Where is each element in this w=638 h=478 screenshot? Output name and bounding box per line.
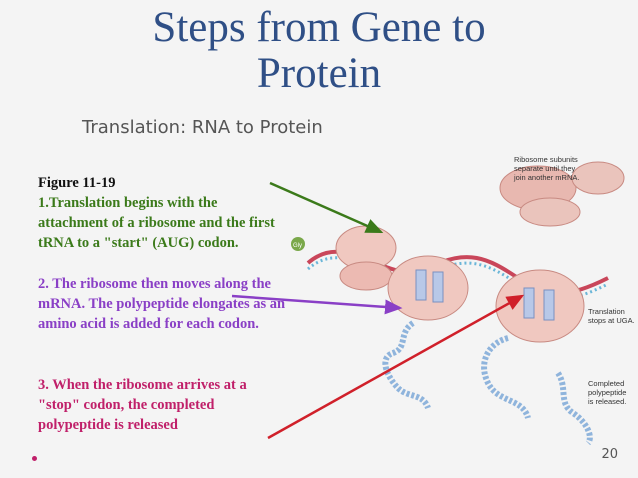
figure-label: Figure 11-19 xyxy=(38,175,116,191)
slide-title-line2: Protein xyxy=(256,50,382,97)
gly-amino-acid xyxy=(291,237,305,251)
arrow-step-1 xyxy=(269,181,384,234)
slide-number: 20 xyxy=(601,447,618,462)
ribosome-3 xyxy=(495,269,585,343)
step-1-text: 1.Translation begins with the attachment… xyxy=(38,195,275,251)
slide-subtitle: Translation: RNA to Protein xyxy=(82,117,323,138)
arrow-step-3 xyxy=(267,294,525,440)
trna-3b xyxy=(543,289,555,321)
label-completed-3: is released. xyxy=(588,397,626,406)
label-translation-1: Translation xyxy=(588,307,625,316)
step-2-text: 2. The ribosome then moves along the mRN… xyxy=(38,276,286,332)
translation-diagram: Gly Ribosome subunits separate until the… xyxy=(291,155,634,446)
label-translation-2: stops at UGA. xyxy=(588,316,634,325)
gly-label: Gly xyxy=(293,243,302,249)
label-subunits-1: Ribosome subunits xyxy=(514,155,578,164)
slide-title-line1: Steps from Gene to xyxy=(152,4,486,51)
trna-2a xyxy=(415,269,427,301)
step-3-text: 3. When the ribosome arrives at a "stop"… xyxy=(38,377,247,433)
free-small-subunit xyxy=(519,197,581,227)
label-subunits-3: join another mRNA. xyxy=(513,173,579,182)
label-completed-2: polypeptide xyxy=(588,388,626,397)
polypeptide-2 xyxy=(481,335,531,420)
arrow-step-2 xyxy=(231,294,403,315)
mrna-bases xyxy=(307,256,609,301)
label-subunits-2: separate until they xyxy=(514,164,576,173)
trna-2b xyxy=(432,271,444,303)
polypeptide-1 xyxy=(382,320,431,410)
label-completed-1: Completed xyxy=(588,379,624,388)
ribosome-2 xyxy=(387,255,469,321)
bullet-dot xyxy=(32,456,37,461)
free-subunit-top xyxy=(571,161,625,195)
